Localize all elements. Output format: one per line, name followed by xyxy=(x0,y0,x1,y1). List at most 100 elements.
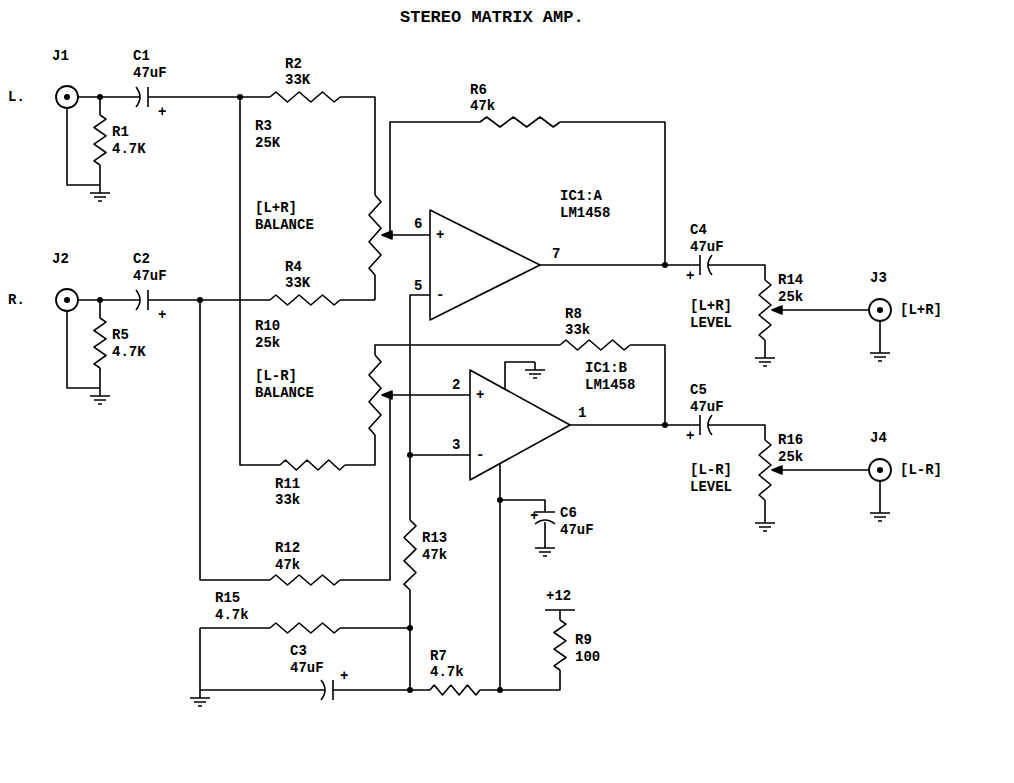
schematic-label: R2 xyxy=(285,56,302,72)
schematic-label: 47uF xyxy=(690,239,724,255)
junction-dot xyxy=(387,232,393,238)
schematic-label: C4 xyxy=(690,222,707,238)
schematic-label: L. xyxy=(8,89,25,105)
schematic-label: 5 xyxy=(414,278,422,294)
schematic-label: 33K xyxy=(285,72,310,88)
schematic-label: [L-R] xyxy=(690,462,732,478)
jack-symbol xyxy=(56,86,78,108)
schematic-label: 4.7K xyxy=(112,141,146,157)
schematic-label: 25k xyxy=(778,289,803,305)
schematic-label: R5 xyxy=(112,327,129,343)
schematic-label: 47uF xyxy=(133,268,167,284)
junction-dot xyxy=(497,497,503,503)
schematic-label: 3 xyxy=(452,437,460,453)
schematic-label: R4 xyxy=(285,259,302,275)
schematic-label: J3 xyxy=(870,270,887,286)
junction-dot xyxy=(407,687,413,693)
schematic-label: C1 xyxy=(133,48,150,64)
schematic-label: R9 xyxy=(575,632,592,648)
schematic-label: 33k xyxy=(275,492,300,508)
schematic-label: + xyxy=(158,307,166,323)
schematic-label: R6 xyxy=(470,82,487,98)
schematic-label: LM1458 xyxy=(560,205,610,221)
schematic-label: + xyxy=(158,104,166,120)
schematic-label: R14 xyxy=(778,272,803,288)
schematic-label: IC1:A xyxy=(560,188,602,204)
schematic-label: BALANCE xyxy=(255,217,314,233)
diagram-title: STEREO MATRIX AMP. xyxy=(400,8,584,28)
schematic-label: R11 xyxy=(275,476,300,492)
junction-dot xyxy=(64,94,70,100)
ground-symbol xyxy=(90,185,890,706)
pot-wiper-arrow xyxy=(382,231,782,474)
junction-dot xyxy=(64,297,70,303)
schematic-label: LEVEL xyxy=(690,315,732,331)
schematic-label: [L+R] xyxy=(255,200,297,216)
junction-dot xyxy=(237,94,243,100)
schematic-label: C5 xyxy=(690,382,707,398)
schematic-label: 4.7k xyxy=(430,664,464,680)
schematic-label: R10 xyxy=(255,318,280,334)
schematic-label: + xyxy=(340,668,348,684)
schematic-label: R7 xyxy=(430,648,447,664)
schematic-label: J4 xyxy=(870,430,887,446)
schematic-label: + xyxy=(436,227,444,243)
schematic-label: 47uF xyxy=(690,399,724,415)
schematic-label: 7 xyxy=(552,246,560,262)
schematic-label: R. xyxy=(8,292,25,308)
jack-symbol xyxy=(869,459,891,481)
schematic-label: C2 xyxy=(133,251,150,267)
schematic-label: C3 xyxy=(290,643,307,659)
schematic-label: 1 xyxy=(578,405,586,421)
junction-dot xyxy=(197,297,203,303)
schematic-label: 4.7K xyxy=(112,344,146,360)
schematic-label: [L+R] xyxy=(900,302,942,318)
schematic-label: 47uF xyxy=(133,65,167,81)
schematic-label: +12 xyxy=(546,588,571,604)
schematic-label: 25K xyxy=(255,135,280,151)
schematic-label: 47uF xyxy=(290,660,324,676)
schematic-label: 4.7k xyxy=(215,607,249,623)
schematic-label: [L-R] xyxy=(900,462,942,478)
opamp-symbol xyxy=(470,370,570,480)
schematic-label: + xyxy=(686,428,694,444)
schematic-label: J1 xyxy=(52,48,69,64)
junction-dot xyxy=(387,392,393,398)
schematic-label: C6 xyxy=(560,505,577,521)
jack-symbol xyxy=(56,289,78,311)
schematic-label: 2 xyxy=(452,377,460,393)
schematic-label: J2 xyxy=(52,251,69,267)
schematic-label: IC1:B xyxy=(585,360,627,376)
schematic-label: R12 xyxy=(275,540,300,556)
schematic-label: 25k xyxy=(255,335,280,351)
schematic-label: 33k xyxy=(565,322,590,338)
junction-dot xyxy=(877,307,883,313)
junction-dot xyxy=(497,687,503,693)
schematic-label: R16 xyxy=(778,432,803,448)
opamp-symbol xyxy=(430,210,540,320)
schematic-label: 47k xyxy=(422,547,447,563)
schematic-label: R15 xyxy=(215,590,240,606)
schematic-label: [L-R] xyxy=(255,368,297,384)
schematic-label: 47uF xyxy=(560,522,594,538)
schematic-label: - xyxy=(436,287,444,303)
junction-dot xyxy=(662,262,668,268)
schematic-label: 100 xyxy=(575,649,600,665)
schematic-label: - xyxy=(476,447,484,463)
schematic-label: BALANCE xyxy=(255,385,314,401)
capacitor-symbol xyxy=(136,87,712,700)
schematic-label: + xyxy=(530,508,538,524)
schematic-label: 47k xyxy=(275,557,300,573)
schematic-label: LM1458 xyxy=(585,377,635,393)
schematic-label: R8 xyxy=(565,306,582,322)
junction-dot xyxy=(877,467,883,473)
junction-dot xyxy=(662,422,668,428)
schematic-label: 6 xyxy=(414,216,422,232)
schematic-label: 33K xyxy=(285,275,310,291)
schematic-label: [L+R] xyxy=(690,298,732,314)
junction-dot xyxy=(97,297,103,303)
schematic-label: + xyxy=(476,387,484,403)
schematic-label: LEVEL xyxy=(690,479,732,495)
